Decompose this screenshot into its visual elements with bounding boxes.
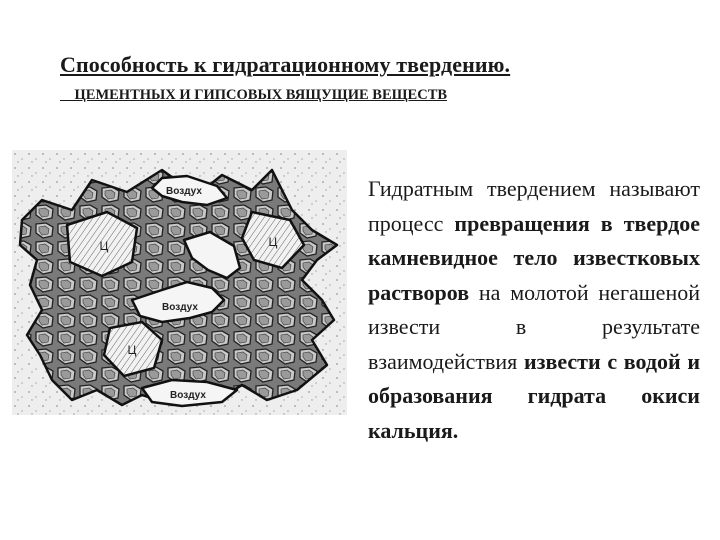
definition-part-1: Гидратным твердением называют процесс [368, 176, 700, 236]
cement-grain-3 [102, 320, 164, 378]
microstructure-figure: Воздух Воздух Воздух Ц Ц Ц [12, 150, 347, 415]
definition-part-4: извести с водой и образования гидрата ок… [368, 348, 700, 443]
air-void-top [150, 174, 229, 207]
air-void-middle [130, 280, 226, 324]
air-void-center [182, 230, 242, 280]
slide-subtitle: ЦЕМЕНТНЫХ И ГИПСОВЫХ ВЯЩУЩИЕ ВЕЩЕСТВ [60, 87, 448, 103]
definition-paragraph: Гидратным твердением называют процесс пр… [368, 172, 700, 448]
air-void-bottom [140, 378, 239, 408]
label-air-top: Воздух [166, 186, 202, 197]
label-air-bottom: Воздух [170, 390, 206, 401]
microstructure-drawing: Воздух Воздух Воздух Ц Ц Ц [12, 150, 347, 415]
definition-part-3: на молотой негашеной извести в результат… [368, 279, 700, 374]
cement-grain-1 [65, 210, 139, 278]
cement-grain-2 [240, 210, 306, 270]
label-cement-1: Ц [100, 239, 109, 253]
label-cement-2: Ц [269, 235, 278, 249]
definition-part-2: превращения в твердое камневидное тело и… [368, 210, 700, 305]
label-air-middle: Воздух [162, 302, 198, 313]
label-cement-3: Ц [128, 343, 137, 357]
slide-title: Способность к гидратационному твердению. [60, 52, 511, 77]
